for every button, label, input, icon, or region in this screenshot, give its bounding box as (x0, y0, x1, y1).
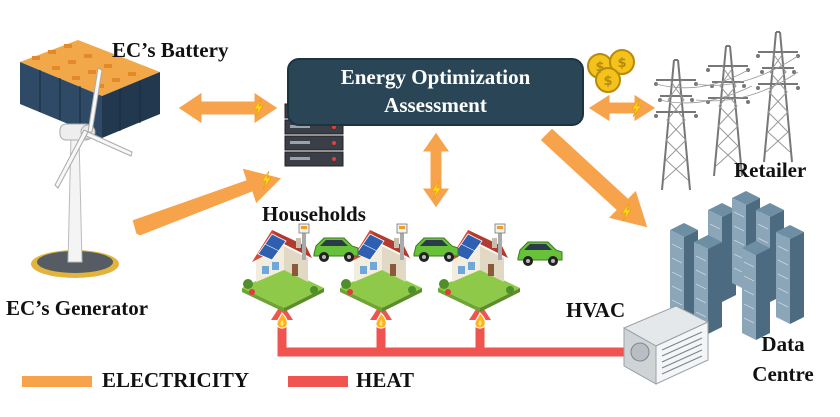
flame-icon (276, 312, 486, 329)
eoa-title-line2: Assessment (384, 93, 487, 117)
coins-icon: $ $ $ (587, 49, 635, 93)
label-generator: EC’s Generator (6, 296, 149, 320)
svg-text:$: $ (595, 60, 604, 75)
label-battery: EC’s Battery (112, 38, 229, 62)
label-hvac: HVAC (566, 298, 626, 322)
electricity-arrows (131, 91, 657, 237)
heat-lines (277, 318, 626, 357)
legend-heat-label: HEAT (356, 368, 414, 392)
house-icon (241, 229, 521, 313)
power-tower-icon (653, 31, 801, 191)
svg-text:$: $ (603, 74, 612, 89)
energy-optimization-box: Energy Optimization Assessment (287, 58, 584, 126)
label-data-centre-line2: Centre (752, 362, 814, 386)
svg-text:$: $ (617, 56, 626, 71)
legend-heat-swatch (288, 376, 348, 387)
battery-icon (20, 40, 160, 138)
electric-car-icon (313, 237, 563, 267)
wind-turbine-icon (31, 67, 133, 278)
label-data-centre-line1: Data (761, 332, 805, 356)
label-retailer: Retailer (734, 158, 807, 182)
label-households: Households (262, 202, 366, 226)
eoa-title-line1: Energy Optimization (340, 65, 531, 89)
legend-electricity-swatch (22, 376, 92, 387)
hvac-unit-icon (622, 305, 710, 385)
legend-electricity-label: ELECTRICITY (102, 368, 250, 392)
